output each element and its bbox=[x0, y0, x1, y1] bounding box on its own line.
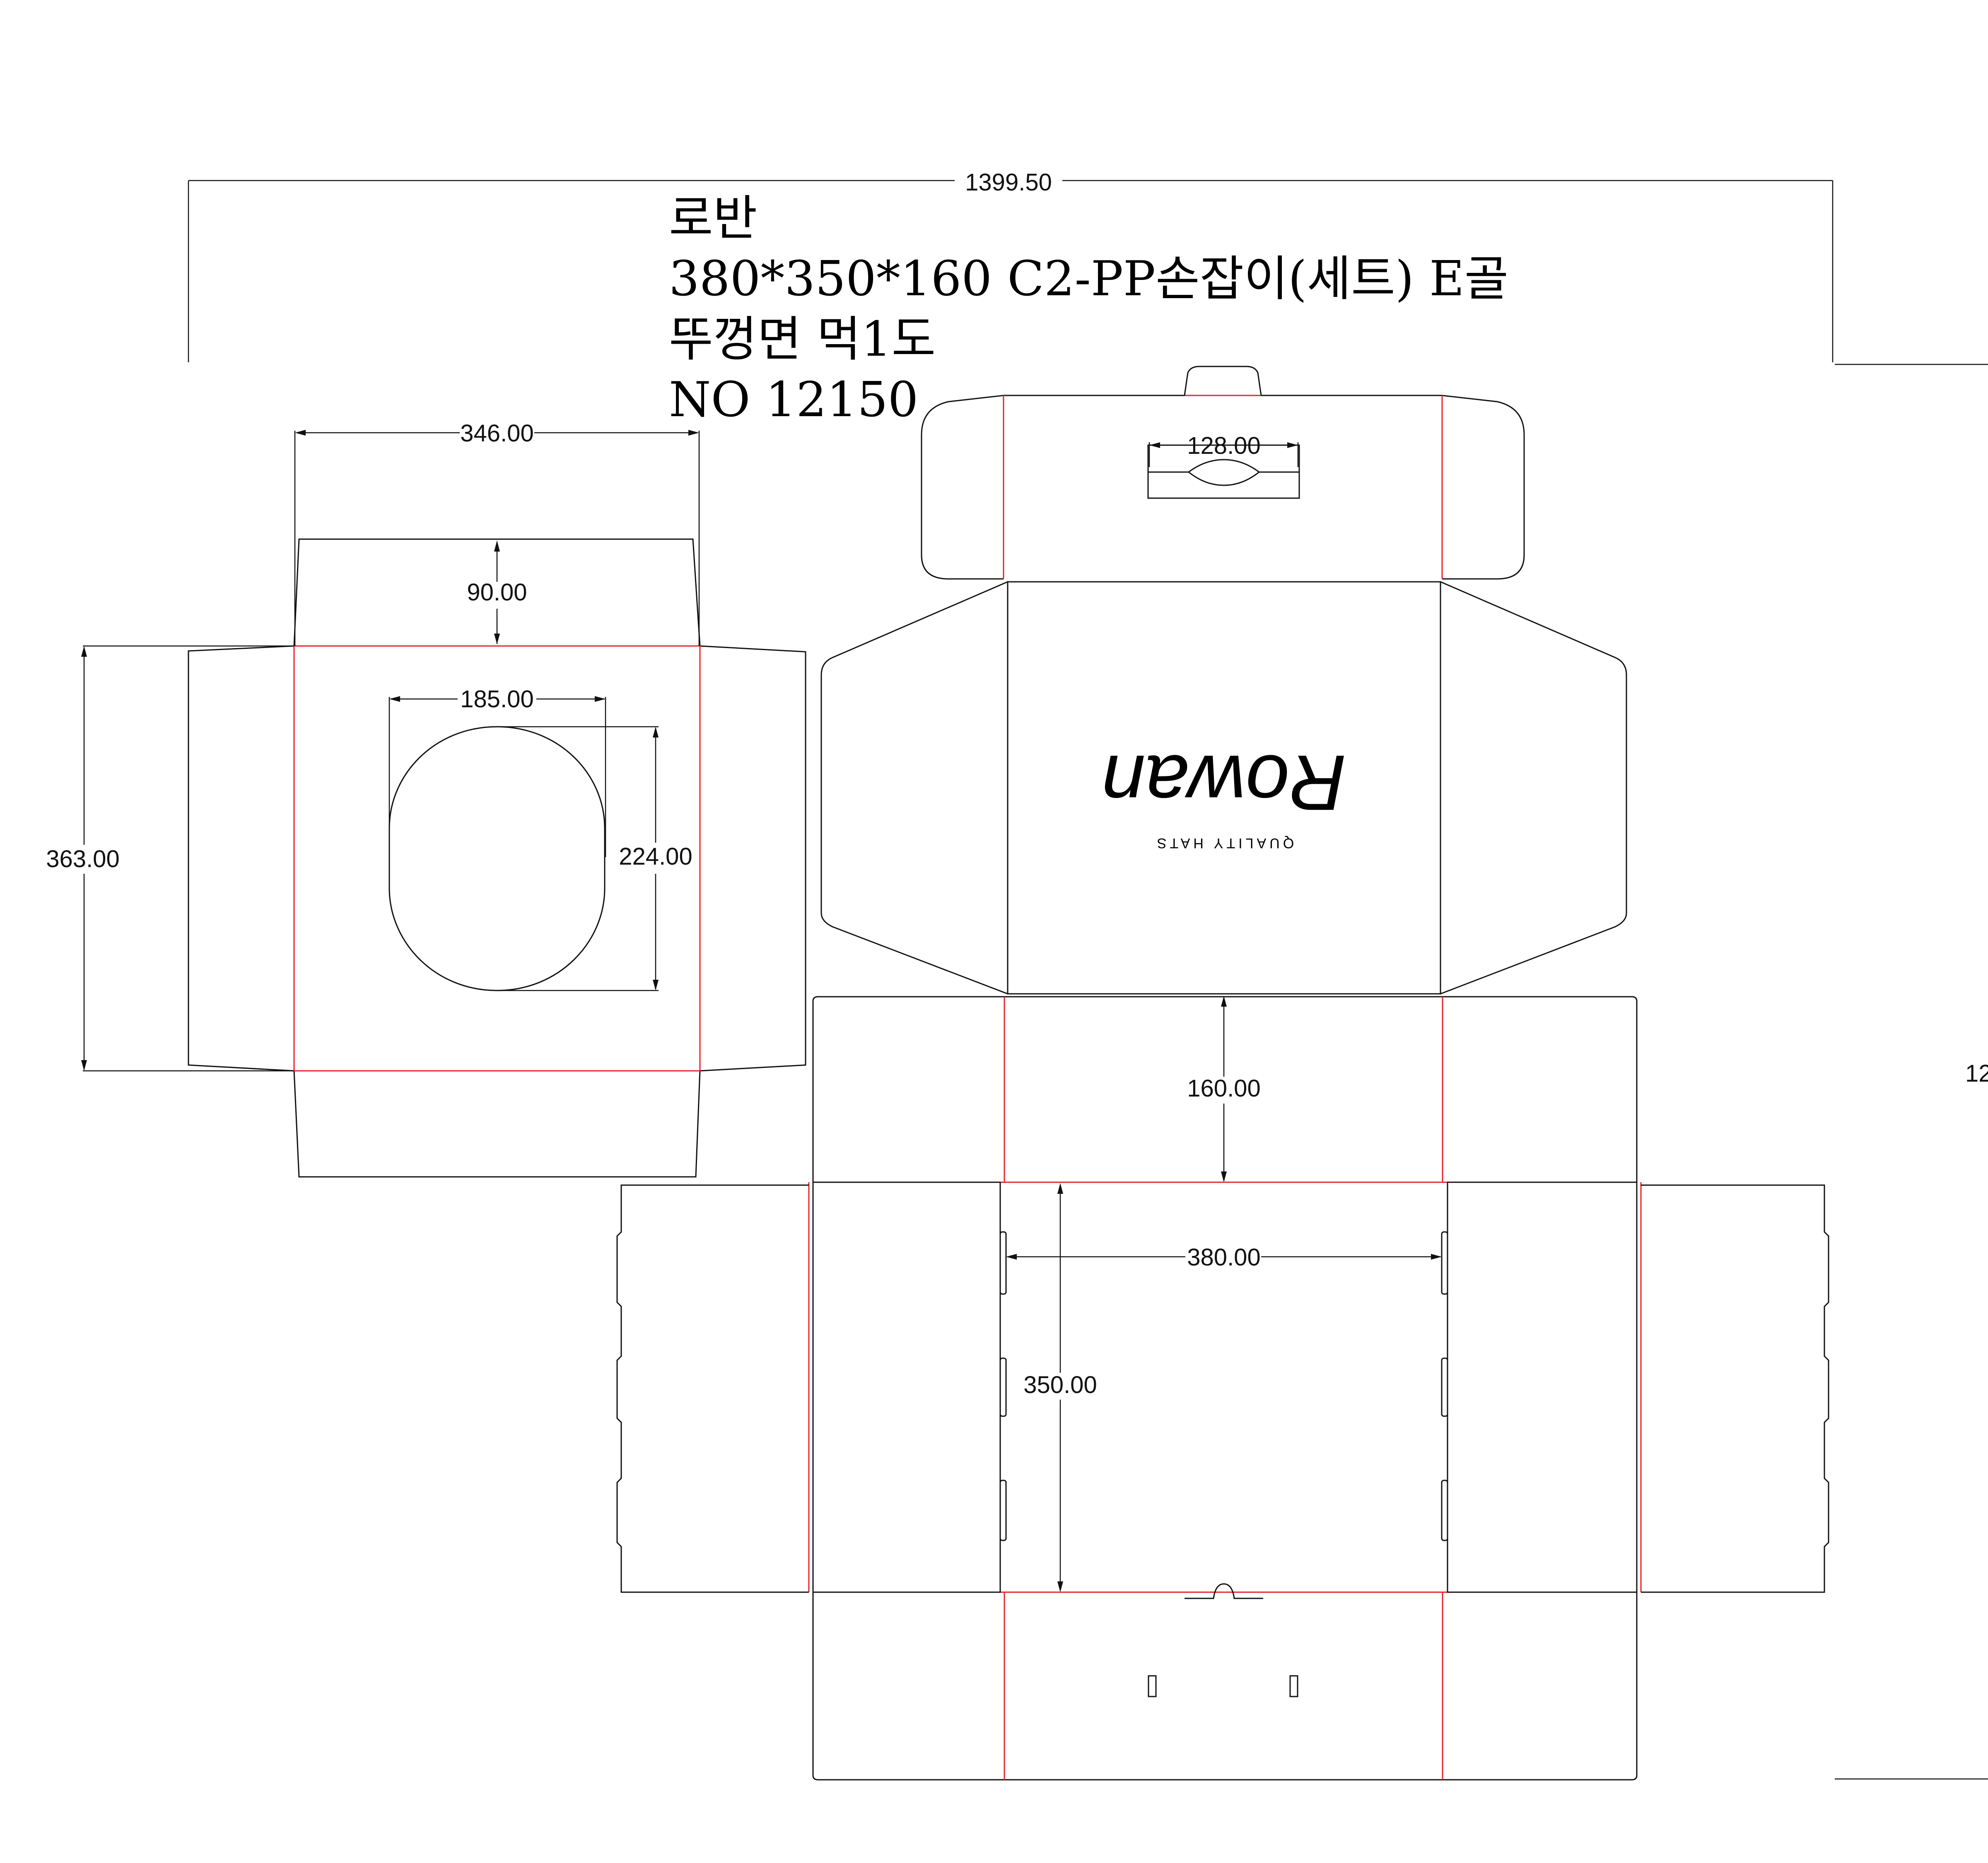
handle-slot bbox=[1147, 444, 1300, 499]
insert-height-label: 363.00 bbox=[46, 846, 119, 872]
base-depth-dimension: 350.00 bbox=[1023, 1183, 1097, 1592]
side-height-label: 160.00 bbox=[1187, 1075, 1260, 1102]
overall-width-label: 1399.50 bbox=[965, 169, 1052, 196]
lock-slot-left bbox=[1148, 1675, 1157, 1697]
insert-window bbox=[388, 726, 606, 991]
right-outer-flap bbox=[1641, 1184, 1829, 1593]
insert-width-label: 346.00 bbox=[460, 420, 533, 447]
handle-width-dimension: 128.00 bbox=[1148, 432, 1299, 467]
box-lid-tuck-flap bbox=[921, 366, 1525, 580]
title-line-1: 로반 bbox=[669, 190, 758, 246]
left-outer-flap bbox=[616, 1184, 809, 1593]
box-front-wall bbox=[812, 996, 1638, 1182]
box-back-wall bbox=[812, 1592, 1638, 1781]
insert-height-dimension: 363.00 bbox=[46, 645, 294, 1072]
box-base-panel bbox=[808, 1181, 1642, 1599]
title-line-4: NO 12150 bbox=[669, 372, 919, 428]
logo-tagline-text: QUALITY HATS bbox=[1154, 835, 1294, 851]
right-frame-lines: 12 bbox=[1835, 364, 1988, 1780]
insert-width-dimension: 346.00 bbox=[294, 420, 700, 646]
side-height-dimension: 160.00 bbox=[1187, 996, 1261, 1182]
window-height-dimension: 224.00 bbox=[497, 726, 692, 991]
insert-panel bbox=[188, 538, 806, 1178]
title-block: 로반 380*350*160 C2-PP손잡이(세트) E골 뚜껑면 먹1도 N… bbox=[669, 188, 1508, 430]
title-line-3: 뚜껑면 먹1도 bbox=[669, 311, 936, 367]
window-width-label: 185.00 bbox=[460, 686, 533, 713]
right-edge-partial-label: 12 bbox=[1965, 1060, 1988, 1087]
overall-width-dimension: 1399.50 bbox=[188, 169, 1834, 362]
lock-slot-right bbox=[1289, 1675, 1298, 1697]
handle-width-label: 128.00 bbox=[1187, 432, 1260, 459]
title-line-2: 380*350*160 C2-PP손잡이(세트) E골 bbox=[669, 251, 1509, 307]
logo-brand-text: Rowan bbox=[1101, 739, 1346, 827]
window-height-label: 224.00 bbox=[619, 843, 692, 870]
insert-flap-dimension: 90.00 bbox=[467, 540, 527, 644]
window-width-dimension: 185.00 bbox=[388, 686, 606, 857]
box-lid-panel bbox=[820, 581, 1627, 995]
rowan-logo: Rowan QUALITY HATS bbox=[1101, 739, 1346, 851]
lid-pull-tab bbox=[1184, 366, 1262, 396]
base-width-dimension: 380.00 bbox=[1006, 1244, 1442, 1271]
base-depth-label: 350.00 bbox=[1023, 1371, 1097, 1398]
insert-flap-label: 90.00 bbox=[467, 579, 527, 606]
base-width-label: 380.00 bbox=[1187, 1244, 1260, 1271]
